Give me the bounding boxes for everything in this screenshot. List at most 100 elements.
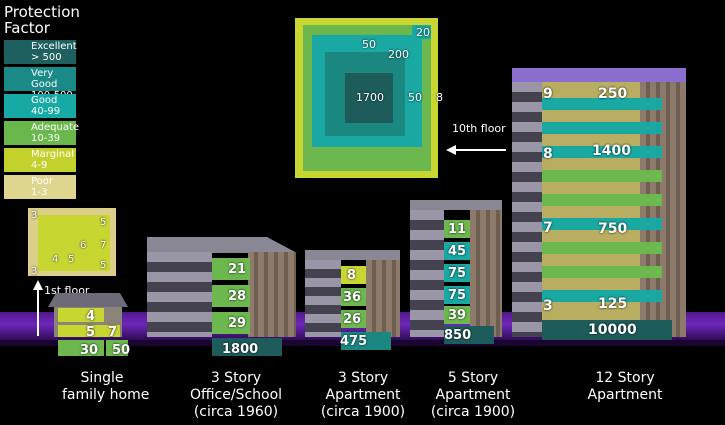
legend-label: Excellent bbox=[31, 41, 77, 52]
floor-adequate bbox=[444, 220, 470, 238]
floor-marginal bbox=[341, 266, 366, 284]
floor-slab-good bbox=[542, 242, 662, 254]
pf-value: 4 bbox=[52, 254, 59, 265]
building-roof bbox=[512, 68, 686, 82]
floor-plan-excellent bbox=[345, 73, 393, 123]
building-wall-side bbox=[470, 210, 502, 337]
pf-value: 11 bbox=[448, 222, 467, 237]
building-roof bbox=[305, 250, 400, 260]
building-wall-side bbox=[248, 252, 296, 337]
basement-excellent bbox=[444, 326, 494, 344]
label-line: Apartment bbox=[587, 387, 663, 403]
building-label: 12 Story Apartment bbox=[580, 370, 670, 404]
legend-range: 40-99 bbox=[31, 106, 61, 117]
pf-value: 3 bbox=[31, 266, 38, 277]
legend-range: 4-9 bbox=[31, 160, 48, 171]
pf-value: 1700 bbox=[356, 91, 384, 104]
label-line: Apartment bbox=[325, 387, 401, 403]
building-wall bbox=[410, 210, 444, 337]
pf-value: 50 bbox=[112, 343, 131, 358]
legend-label: Poor bbox=[31, 176, 54, 187]
pf-value: 8 bbox=[347, 268, 357, 283]
pf-value: 5 bbox=[100, 260, 107, 271]
pf-value: 6 bbox=[80, 240, 87, 251]
pf-value: 475 bbox=[340, 334, 368, 349]
legend-title-line2: Factor bbox=[4, 19, 50, 37]
pf-value: 200 bbox=[388, 48, 409, 61]
pf-value: 10000 bbox=[588, 322, 637, 338]
legend-label: Good bbox=[31, 95, 58, 106]
basement-very-good bbox=[341, 332, 391, 350]
label-line: 3 Story bbox=[210, 370, 262, 386]
pf-value: 5 bbox=[100, 217, 107, 228]
pf-value: 26 bbox=[343, 312, 362, 327]
building-label: Single family home bbox=[62, 370, 150, 404]
building-roof bbox=[410, 200, 502, 210]
legend-label: Adequate bbox=[31, 122, 80, 133]
arrow-left-icon bbox=[446, 140, 506, 155]
pf-value: 29 bbox=[228, 316, 247, 331]
pf-value: 75 bbox=[448, 288, 467, 303]
label-line: Office/School bbox=[189, 387, 283, 403]
legend-title: Protection Factor bbox=[4, 4, 80, 36]
house-basement-adequate bbox=[106, 340, 128, 356]
pf-value: 8 bbox=[364, 6, 371, 19]
basement-excellent bbox=[212, 338, 282, 356]
floor-adequate bbox=[444, 306, 470, 324]
floor-adequate bbox=[212, 312, 250, 334]
floor-slab-good bbox=[542, 194, 662, 206]
label-line: Apartment bbox=[435, 387, 511, 403]
legend-label: Marginal bbox=[31, 149, 75, 160]
legend-label: Very Good bbox=[31, 68, 58, 90]
pf-value: 7 bbox=[108, 325, 118, 340]
building-label: 3 Story Office/School (circa 1960) bbox=[186, 370, 286, 421]
floor-slab-good bbox=[542, 122, 662, 134]
pf-value: 4 bbox=[86, 309, 96, 324]
floor-good bbox=[444, 286, 470, 304]
floor-good bbox=[444, 242, 470, 260]
building-wall bbox=[512, 82, 542, 337]
floor-slab-good bbox=[542, 290, 662, 302]
floor-good bbox=[444, 264, 470, 282]
label-line: family home bbox=[62, 387, 150, 403]
house-floor-marginal bbox=[58, 308, 104, 322]
legend-item-excellent: Excellent> 500 bbox=[4, 40, 77, 64]
arrow-up-icon bbox=[33, 280, 43, 336]
pf-value: 850 bbox=[444, 328, 472, 343]
pf-value: 39 bbox=[448, 308, 467, 323]
floor-adequate bbox=[341, 310, 366, 328]
label-line: 12 Story bbox=[595, 370, 655, 386]
pf-value: 1400 bbox=[592, 143, 631, 159]
floor-slab-good bbox=[542, 218, 662, 230]
pf-value: 250 bbox=[598, 86, 628, 102]
label-line: (circa 1960) bbox=[193, 404, 279, 420]
building-wall bbox=[305, 260, 341, 337]
label-line: (circa 1900) bbox=[430, 404, 516, 420]
floor-slab-good bbox=[542, 146, 662, 158]
legend-range: > 500 bbox=[31, 52, 62, 63]
building-wall bbox=[147, 252, 212, 337]
floor-number: 8 bbox=[543, 146, 553, 162]
pf-value: 28 bbox=[228, 289, 247, 304]
label-line: 5 Story bbox=[447, 370, 499, 386]
pf-value: 30 bbox=[80, 343, 99, 358]
pf-value: 50 bbox=[408, 91, 422, 104]
pf-value: 8 bbox=[436, 91, 443, 104]
floor-label-10th: 10th floor bbox=[452, 122, 506, 135]
basement-excellent bbox=[542, 320, 672, 340]
floor-plan-corner-good bbox=[412, 25, 431, 39]
pf-value: 1800 bbox=[222, 342, 259, 357]
pf-value: 21 bbox=[228, 262, 247, 277]
legend-title-line1: Protection bbox=[4, 3, 80, 21]
house-basement-adequate bbox=[58, 340, 104, 356]
floor-adequate bbox=[212, 285, 250, 307]
floor-number: 7 bbox=[543, 220, 553, 236]
building-wall-side bbox=[366, 260, 400, 337]
pf-value: 75 bbox=[448, 266, 467, 281]
pf-value: 5 bbox=[68, 254, 75, 265]
pf-value: 7 bbox=[100, 240, 107, 251]
floor-adequate bbox=[212, 258, 250, 280]
label-line: 3 Story bbox=[337, 370, 389, 386]
